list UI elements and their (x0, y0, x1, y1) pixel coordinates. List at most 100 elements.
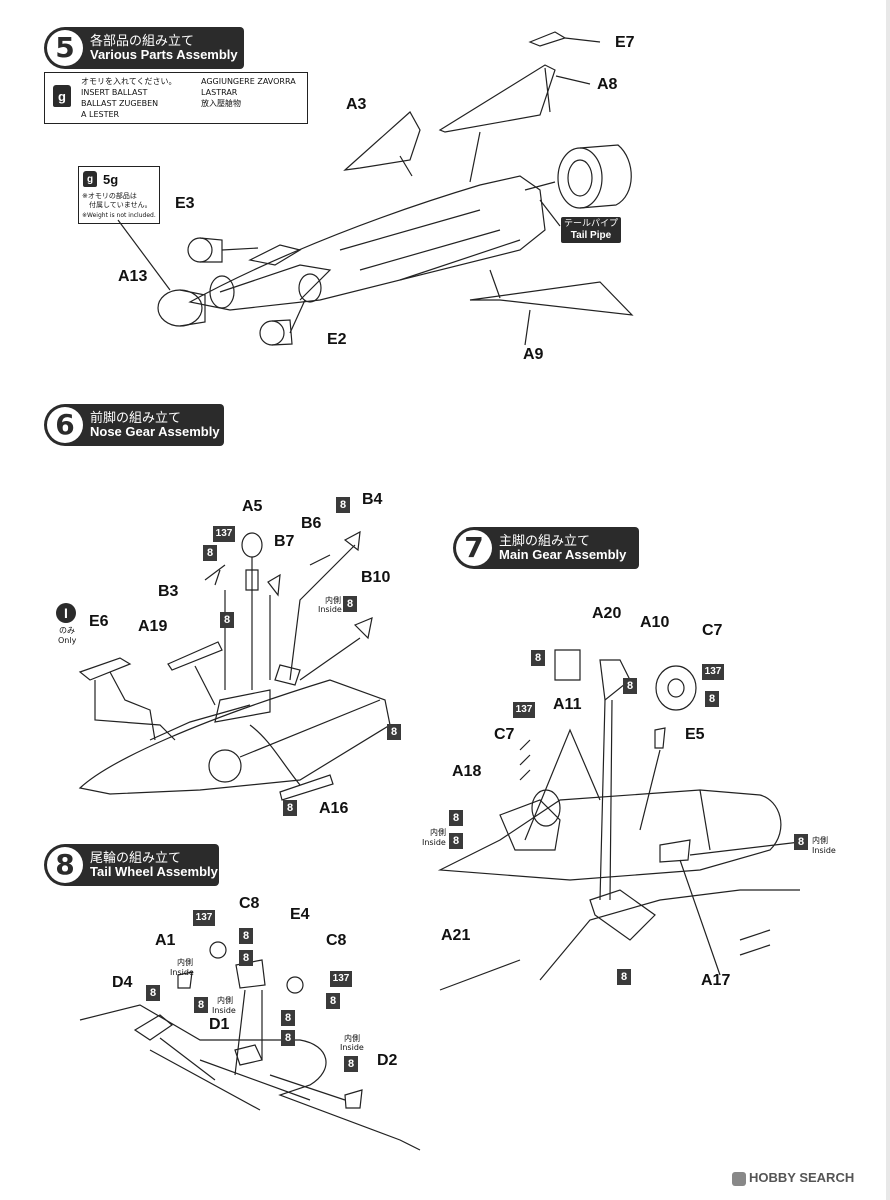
step8-fuselage-drawing (79, 941, 421, 1151)
step7-fuselage-drawing (437, 649, 801, 991)
part-label-c7-second: C7 (494, 726, 515, 743)
logo-icon (732, 1171, 746, 1186)
part-label-c7: C7 (702, 622, 723, 639)
paint-code-badge: 8 (387, 724, 401, 740)
ballast-instructions-box: g オモリを入れてください。 AGGIUNGERE ZAVORRA INSERT… (44, 72, 308, 124)
step7-title-jp: 主脚の組み立て (499, 534, 591, 549)
step6-number: 6 (47, 407, 83, 443)
tail-pipe-jp: テールパイプ (563, 218, 618, 228)
ballast-line4-fr: A LESTER (81, 110, 120, 119)
paint-code-badge: 8 (336, 497, 350, 513)
only-marker-icon: I (56, 603, 76, 623)
step6-title-en: Nose Gear Assembly (90, 424, 220, 439)
paint-code-badge: 8 (343, 596, 357, 612)
paint-code-badge: 8 (705, 691, 719, 707)
weight-icon: g (83, 171, 97, 187)
inside-label-en: Inside (318, 605, 342, 614)
paint-code-badge: 8 (220, 612, 234, 628)
part-label-c8: C8 (239, 895, 260, 912)
inside-label-jp: 内側 (812, 836, 828, 845)
paint-code-badge: 8 (531, 650, 545, 666)
part-label-b3: B3 (158, 583, 179, 600)
part-label-a3: A3 (346, 96, 367, 113)
paint-code-badge: 8 (239, 928, 253, 944)
step8-number: 8 (47, 847, 83, 883)
paint-code-badge: 137 (213, 526, 235, 542)
step7-title-en: Main Gear Assembly (499, 547, 627, 562)
watermark-text: HOBBY SEARCH (749, 1170, 855, 1185)
ballast-line3-de: BALLAST ZUGEBEN (81, 99, 159, 108)
inside-label-jp: 内側 (344, 1034, 360, 1043)
ballast-line1-jp: オモリを入れてください。 (81, 77, 177, 86)
paint-code-badge: 8 (344, 1056, 358, 1072)
inside-label-en: Inside (422, 838, 446, 847)
part-label-e2: E2 (327, 331, 347, 348)
part-label-a21: A21 (441, 927, 471, 944)
paint-code-badge: 8 (281, 1030, 295, 1046)
inside-label-jp: 内側 (177, 958, 193, 967)
paint-code-badge: 8 (623, 678, 637, 694)
part-label-d1: D1 (209, 1016, 230, 1033)
inside-label-en: Inside (170, 968, 194, 977)
paint-code-badge: 8 (326, 993, 340, 1009)
step5-title-jp: 各部品の組み立て (90, 34, 195, 49)
weight-note-jp-2: 付属していません。 (89, 201, 152, 209)
part-label-e7: E7 (615, 34, 635, 51)
paint-code-badge: 8 (203, 545, 217, 561)
part-label-e6: E6 (89, 613, 109, 630)
inside-label-jp: 内側 (325, 596, 341, 605)
part-label-a16: A16 (319, 800, 349, 817)
part-label-b4: B4 (362, 491, 383, 508)
step7-header: 7 主脚の組み立て Main Gear Assembly (453, 527, 639, 569)
step8-header: 8 尾輪の組み立て Tail Wheel Assembly (44, 844, 219, 886)
step5-number: 5 (47, 30, 83, 66)
part-label-a18: A18 (452, 763, 482, 780)
paint-code-badge: 8 (281, 1010, 295, 1026)
weight-note-jp-1: ※オモリの部品は (82, 192, 137, 200)
part-label-a8: A8 (597, 76, 618, 93)
part-label-a9: A9 (523, 346, 544, 363)
paint-code-badge: 137 (702, 664, 724, 680)
paint-code-badge: 137 (513, 702, 535, 718)
weight-amount: 5g (103, 172, 119, 187)
paint-code-badge: 8 (283, 800, 297, 816)
only-label-en: Only (58, 636, 77, 645)
tail-pipe-callout: テールパイプ Tail Pipe (561, 217, 621, 243)
ballast-line2-en: INSERT BALLAST (81, 88, 148, 97)
inside-label-en: Inside (812, 846, 836, 855)
paint-code-badge: 8 (617, 969, 631, 985)
paint-code-badge: 8 (194, 997, 208, 1013)
step7-number: 7 (456, 530, 492, 566)
part-label-e5: E5 (685, 726, 705, 743)
part-label-a5: A5 (242, 498, 263, 515)
inside-label-jp: 内側 (430, 828, 446, 837)
part-label-d4: D4 (112, 974, 133, 991)
ballast-line3-zh: 放入壓艙物 (201, 99, 241, 108)
step6-fuselage-drawing (78, 530, 391, 801)
ballast-line1-it: AGGIUNGERE ZAVORRA (201, 77, 296, 86)
paint-code-badge: 8 (449, 810, 463, 826)
paint-code-badge: 137 (330, 971, 352, 987)
part-label-a1: A1 (155, 932, 176, 949)
inside-label-en: Inside (340, 1043, 364, 1052)
part-label-a10: A10 (640, 614, 670, 631)
part-label-b7: B7 (274, 533, 295, 550)
paint-code-badge: 8 (794, 834, 808, 850)
part-label-a13: A13 (118, 268, 148, 285)
paint-code-badge: 8 (239, 950, 253, 966)
inside-label-jp: 内側 (217, 996, 233, 1005)
weight-note-en: ※Weight is not included. (82, 212, 156, 219)
part-label-b6: B6 (301, 515, 322, 532)
page-edge (886, 0, 890, 1200)
paint-code-badge: 137 (193, 910, 215, 926)
part-label-a19: A19 (138, 618, 168, 635)
weight-note-box: g 5g ※オモリの部品は 付属していません。 ※Weight is not i… (78, 166, 160, 224)
part-label-a20: A20 (592, 605, 622, 622)
only-label-jp: のみ (59, 626, 75, 635)
tail-pipe-en: Tail Pipe (570, 230, 612, 241)
part-label-e3: E3 (175, 195, 195, 212)
step6-header: 6 前脚の組み立て Nose Gear Assembly (44, 404, 224, 446)
part-label-d2: D2 (377, 1052, 398, 1069)
part-label-e4: E4 (290, 906, 310, 923)
